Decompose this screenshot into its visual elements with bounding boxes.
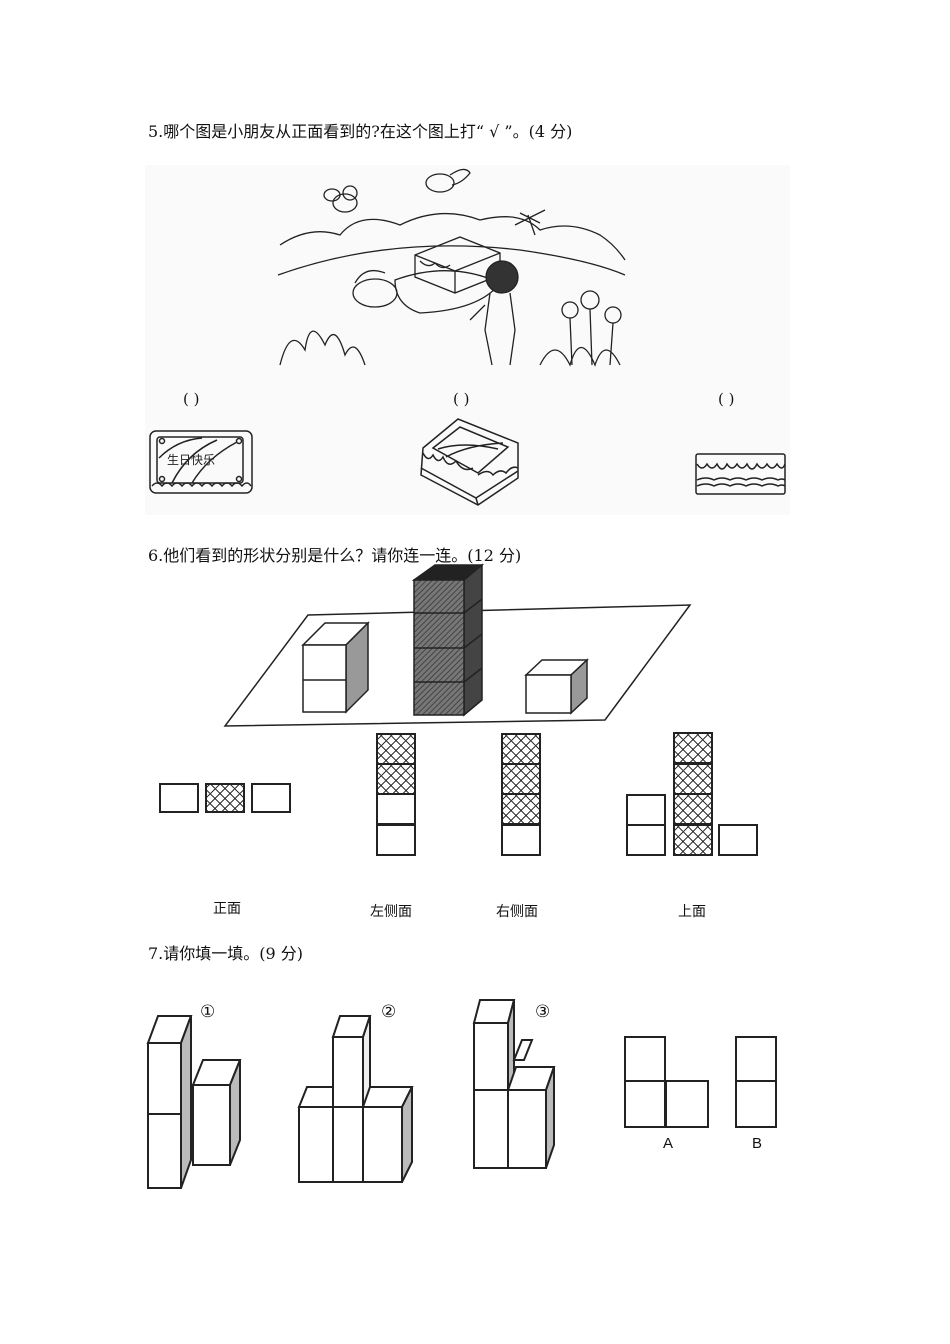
hatched-square <box>376 763 416 795</box>
square <box>665 1080 709 1128</box>
hatched-square <box>673 763 713 795</box>
shape-b-label: B <box>752 1135 763 1152</box>
figure-3-cubes <box>472 999 556 1169</box>
label-front[interactable]: 正面 <box>213 901 241 917</box>
answer-paren-2[interactable]: ( ) <box>453 390 470 408</box>
square <box>376 793 416 825</box>
label-left-side[interactable]: 左侧面 <box>370 904 412 920</box>
shape-a-label: A <box>663 1135 674 1152</box>
square <box>501 824 541 856</box>
hatched-square <box>501 793 541 825</box>
square <box>376 824 416 856</box>
figure-2-cubes <box>297 1015 414 1183</box>
hatched-square <box>673 824 713 856</box>
hatched-square <box>501 763 541 795</box>
answer-paren-3[interactable]: ( ) <box>718 390 735 408</box>
cubes-on-table-illustration <box>223 563 692 727</box>
square <box>718 824 758 856</box>
figure-1-cubes <box>146 1015 242 1189</box>
cake-text: 生日快乐 <box>167 453 215 467</box>
question-5-title: 5.哪个图是小朋友从正面看到的?在这个图上打“ √ ”。(4 分) <box>148 122 573 141</box>
scene-illustration <box>277 168 626 367</box>
figure-1-number: ① <box>200 1002 216 1022</box>
figure-2-number: ② <box>381 1002 397 1022</box>
cake-side-view[interactable] <box>694 452 787 497</box>
square <box>626 794 666 826</box>
square <box>735 1080 777 1128</box>
hatched-square <box>205 783 245 813</box>
figure-3-number: ③ <box>535 1002 551 1022</box>
square <box>735 1036 777 1082</box>
square <box>626 824 666 856</box>
hatched-square <box>673 732 713 764</box>
hatched-square <box>673 793 713 825</box>
hatched-square <box>376 733 416 765</box>
label-top[interactable]: 上面 <box>678 904 706 920</box>
label-right-side[interactable]: 右侧面 <box>496 904 538 920</box>
cake-perspective-view[interactable] <box>418 413 523 509</box>
square <box>624 1080 666 1128</box>
hatched-square <box>501 733 541 765</box>
square <box>251 783 291 813</box>
square <box>624 1036 666 1082</box>
question-6-title: 6.他们看到的形状分别是什么？请你连一连。(12 分) <box>148 546 522 565</box>
question-7-title: 7.请你填一填。(9 分) <box>148 944 304 963</box>
square <box>159 783 199 813</box>
answer-paren-1[interactable]: ( ) <box>183 390 200 408</box>
cake-top-view[interactable]: 生日快乐 <box>147 428 257 500</box>
